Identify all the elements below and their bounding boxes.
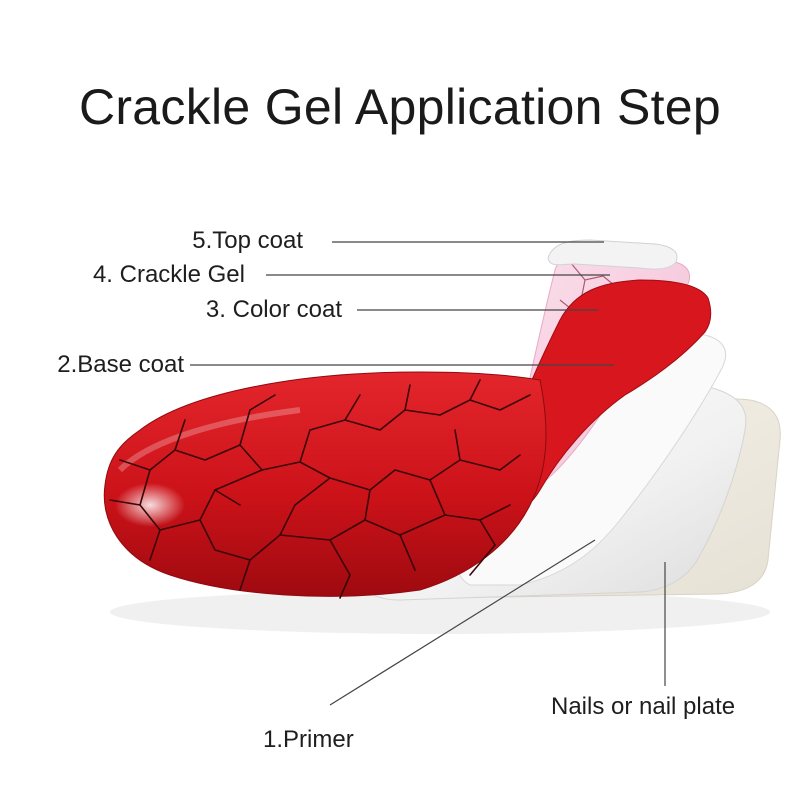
red-crackle-nail bbox=[103, 371, 547, 597]
gloss-streak bbox=[117, 407, 301, 473]
gloss-highlight bbox=[115, 483, 185, 527]
layer-shadow bbox=[110, 590, 770, 634]
label-primer: 1.Primer bbox=[263, 726, 354, 753]
label-top-coat: 5.Top coat bbox=[192, 227, 303, 254]
label-base-coat: 2.Base coat bbox=[57, 351, 184, 378]
label-nail-plate: Nails or nail plate bbox=[551, 693, 736, 720]
label-crackle-gel: 4. Crackle Gel bbox=[92, 261, 245, 288]
leader-primer bbox=[329, 539, 596, 706]
leader-lines bbox=[190, 241, 666, 706]
diagram-title: Crackle Gel Application Step bbox=[78, 79, 722, 135]
label-color-coat: 3. Color coat bbox=[205, 296, 342, 323]
top-coat-layer bbox=[547, 239, 678, 270]
crack-lines bbox=[109, 379, 531, 599]
